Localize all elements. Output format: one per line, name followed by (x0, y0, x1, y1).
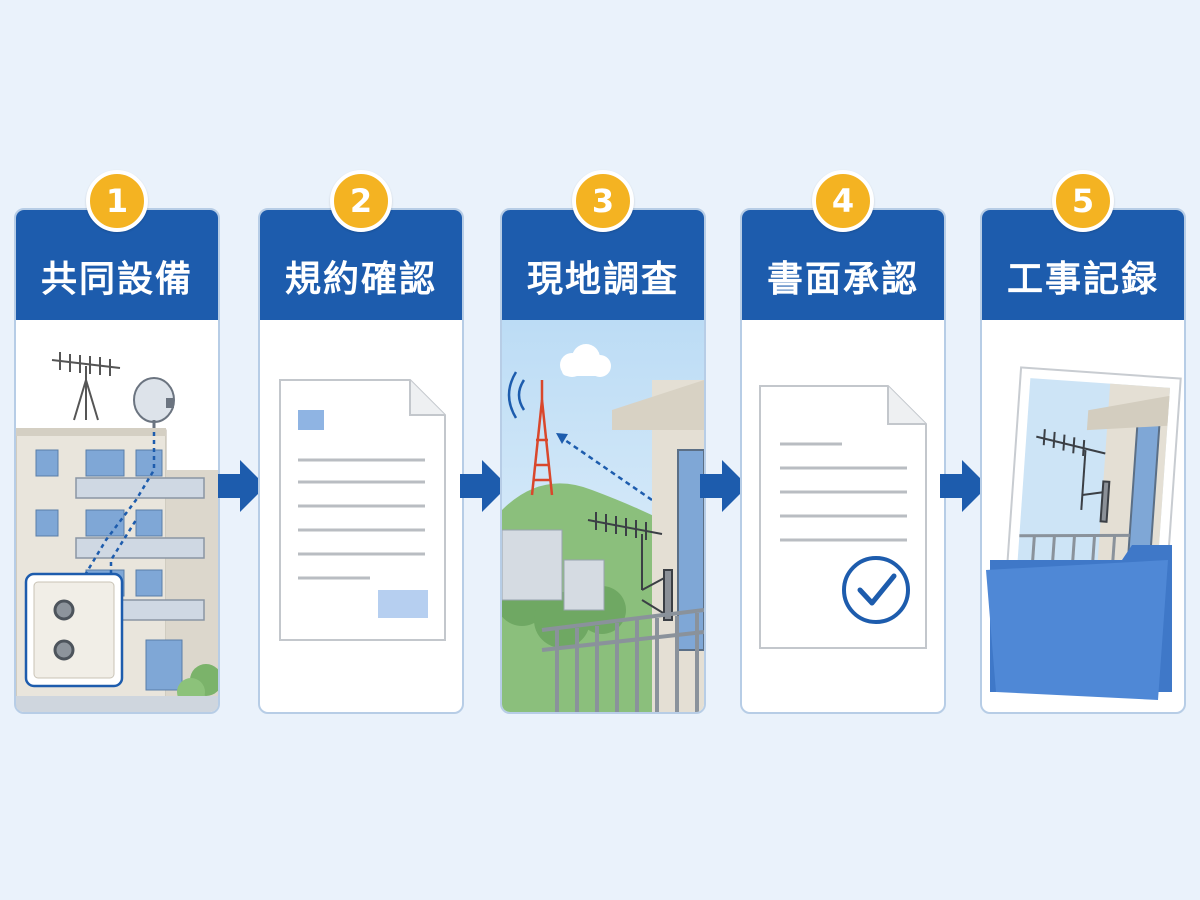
step-badge-5: 5 (1052, 170, 1114, 232)
checkmark-circle-icon (842, 556, 910, 624)
arrow-right-icon (940, 460, 988, 512)
step-title-3: 現地調査 (526, 259, 679, 300)
signal-waves-icon (507, 371, 526, 419)
step-card-5: 工事記録 (980, 208, 1186, 714)
step-card-2: 規約確認 (258, 208, 464, 714)
step-badge-3: 3 (572, 170, 634, 232)
tv-wall-outlet-icon (24, 572, 124, 688)
broadcast-tower-icon (530, 380, 554, 496)
folder-icon (986, 545, 1172, 700)
step-badge-2: 2 (330, 170, 392, 232)
site-survey-illustration (502, 320, 704, 712)
approved-document-illustration (742, 320, 944, 712)
satellite-dish-icon (133, 377, 175, 435)
construction-record-illustration (982, 320, 1184, 712)
arrow-right-icon (218, 460, 266, 512)
step-title-4: 書面承認 (766, 259, 919, 300)
document-illustration (260, 320, 462, 712)
step-card-3: 現地調査 (500, 208, 706, 714)
roof-antenna-icon (51, 352, 121, 421)
document-icon (279, 379, 446, 641)
step-badge-4: 4 (812, 170, 874, 232)
arrow-right-icon (460, 460, 508, 512)
arrow-right-icon (700, 460, 748, 512)
step-badge-1: 1 (86, 170, 148, 232)
step-header-5: 工事記録 (982, 210, 1184, 320)
photo-icon (1003, 366, 1182, 610)
step-title-5: 工事記録 (1006, 259, 1159, 300)
step-title-1: 共同設備 (40, 259, 193, 300)
step-title-2: 規約確認 (284, 259, 437, 300)
step-card-4: 書面承認 (740, 208, 946, 714)
apartment-building-illustration (16, 320, 218, 712)
step-card-1: 共同設備 (14, 208, 220, 714)
